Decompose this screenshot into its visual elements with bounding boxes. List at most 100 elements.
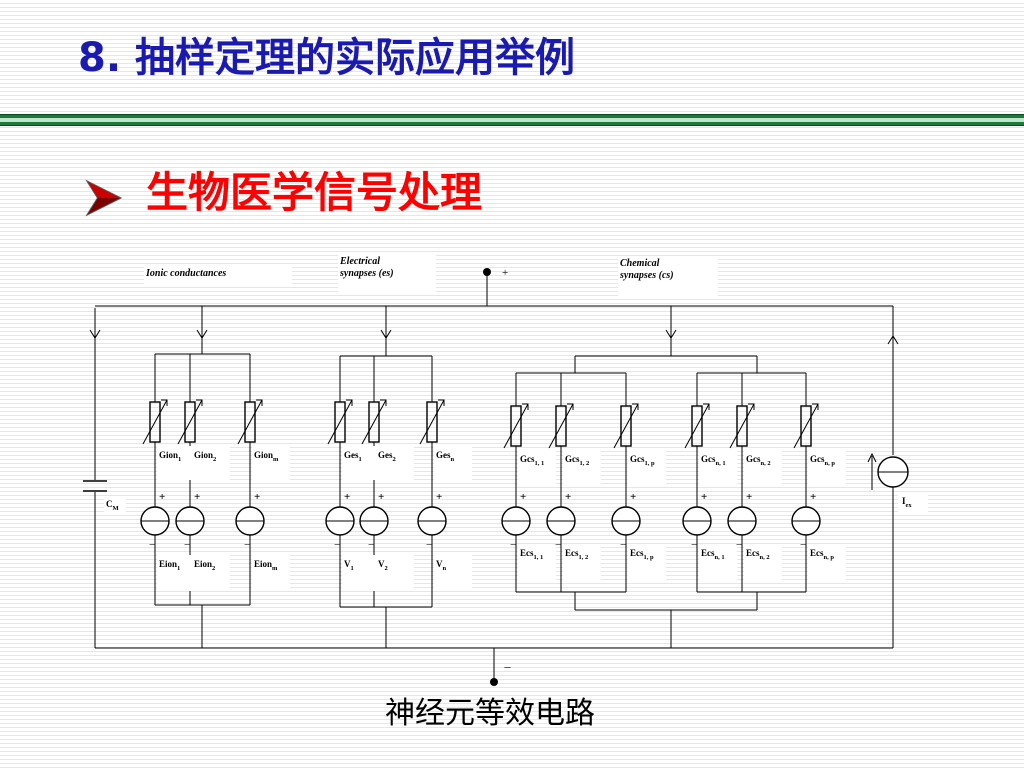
variable-resistor-arrow bbox=[177, 399, 203, 445]
label-subscript: 2 bbox=[212, 565, 215, 572]
label-subscript: 1 bbox=[351, 565, 354, 572]
polarity-plus: + bbox=[701, 491, 707, 503]
label-subscript: 1, 1 bbox=[535, 460, 545, 467]
circuit-symbols bbox=[83, 254, 928, 686]
variable-resistor-icon bbox=[800, 405, 812, 447]
label-main: Gion bbox=[159, 450, 178, 460]
label-main: Ges bbox=[436, 450, 451, 460]
label-subscript: n, 1 bbox=[716, 460, 726, 467]
polarity-minus: − bbox=[368, 539, 374, 551]
polarity-minus: − bbox=[426, 539, 432, 551]
terminal-minus: − bbox=[504, 660, 511, 675]
polarity-plus: + bbox=[810, 491, 816, 503]
label-subscript: ex bbox=[906, 502, 913, 509]
polarity-plus: + bbox=[520, 491, 526, 503]
reversal-potential-label: Eionm bbox=[254, 559, 278, 572]
label-background bbox=[252, 446, 290, 480]
reversal-potential-label: Ecsn, 2 bbox=[746, 548, 770, 561]
label-main: Eion bbox=[159, 559, 177, 569]
electrical-synapses-label: Electrical bbox=[339, 256, 380, 267]
label-main: Eion bbox=[194, 559, 212, 569]
variable-resistor-arrow bbox=[419, 399, 445, 445]
variable-resistor-arrowhead bbox=[161, 399, 168, 406]
polarity-plus: + bbox=[344, 491, 350, 503]
label-main: Gcs bbox=[746, 454, 761, 464]
ionic-conductances-label: Ionic conductances bbox=[145, 268, 226, 279]
label-main: Ecs bbox=[565, 548, 579, 558]
polarity-plus: + bbox=[378, 491, 384, 503]
variable-resistor-arrowhead bbox=[567, 403, 574, 410]
variable-resistor-icon bbox=[368, 401, 380, 443]
polarity-minus: − bbox=[620, 539, 626, 551]
label-main: Gion bbox=[194, 450, 213, 460]
label-background bbox=[104, 497, 126, 513]
variable-resistor-arrowhead bbox=[346, 399, 353, 406]
label-main: Ecs bbox=[520, 548, 534, 558]
variable-resistor-arrowhead bbox=[632, 403, 639, 410]
variable-resistor-arrow bbox=[548, 403, 574, 449]
chemical-synapses-label: Chemical bbox=[620, 258, 660, 269]
conductance-label: Ges1 bbox=[344, 450, 362, 463]
label-background bbox=[618, 256, 718, 296]
label-background bbox=[898, 494, 928, 514]
label-main: I bbox=[902, 496, 906, 506]
diagram-caption: 神经元等效电路 bbox=[385, 696, 595, 731]
label-background bbox=[192, 446, 230, 480]
title-divider-highlight bbox=[0, 118, 1024, 122]
label-subscript: M bbox=[113, 505, 119, 512]
terminal-plus: + bbox=[502, 267, 508, 279]
conductance-label: Gcs1, p bbox=[630, 454, 655, 467]
variable-resistor-icon bbox=[736, 405, 748, 447]
arrow-down-icon bbox=[380, 329, 392, 339]
reversal-potential-label: Ecs1, p bbox=[630, 548, 654, 561]
variable-resistor-arrow bbox=[684, 403, 710, 449]
conductance-label: Gcsn, p bbox=[810, 454, 835, 467]
slide-title: 8. 抽样定理的实际应用举例 bbox=[78, 35, 575, 81]
label-background bbox=[342, 446, 380, 480]
reversal-potential-label: V1 bbox=[344, 559, 354, 572]
conductance-label: Gcsn, 2 bbox=[746, 454, 771, 467]
terminal-dot-icon bbox=[490, 678, 498, 686]
circuit-wires bbox=[89, 272, 899, 682]
reversal-potential-label: Eion2 bbox=[194, 559, 215, 572]
variable-resistor-arrow bbox=[729, 403, 755, 449]
label-main: Gcs bbox=[630, 454, 645, 464]
variable-resistor-icon bbox=[620, 405, 632, 447]
title-divider bbox=[0, 114, 1024, 126]
polarity-minus: − bbox=[510, 539, 516, 551]
label-main: V bbox=[378, 559, 385, 569]
conductance-label: Ges2 bbox=[378, 450, 396, 463]
label-main: Ecs bbox=[810, 548, 824, 558]
variable-resistor-icon bbox=[334, 401, 346, 443]
label-main: Eion bbox=[254, 559, 272, 569]
bullet-arrow-icon bbox=[85, 179, 123, 217]
electrical-synapses-label: synapses (es) bbox=[339, 268, 394, 279]
arrow-up-icon bbox=[887, 335, 899, 345]
reversal-potential-label: Ecsn, p bbox=[810, 548, 834, 561]
reversal-potential-label: Ecsn, 1 bbox=[701, 548, 725, 561]
chemical-synapses-label: synapses (cs) bbox=[619, 270, 674, 281]
variable-resistor-icon bbox=[426, 401, 438, 443]
label-subscript: 2 bbox=[213, 456, 216, 463]
label-main: Gcs bbox=[520, 454, 535, 464]
label-subscript: n, p bbox=[824, 554, 835, 561]
variable-resistor-icon bbox=[149, 401, 161, 443]
label-background bbox=[808, 450, 846, 484]
label-background bbox=[744, 544, 782, 580]
variable-resistor-arrow bbox=[793, 403, 819, 449]
label-background bbox=[699, 450, 737, 484]
label-subscript: 1, p bbox=[644, 554, 655, 561]
variable-resistor-arrow bbox=[503, 403, 529, 449]
variable-resistor-arrowhead bbox=[380, 399, 387, 406]
label-background bbox=[808, 544, 846, 580]
conductance-label: Gcs1, 2 bbox=[565, 454, 589, 467]
label-background bbox=[338, 254, 436, 294]
variable-resistor-arrowhead bbox=[438, 399, 445, 406]
polarity-minus: − bbox=[736, 539, 742, 551]
variable-resistor-icon bbox=[244, 401, 256, 443]
label-background bbox=[518, 544, 556, 580]
label-main: Ges bbox=[344, 450, 359, 460]
label-main: V bbox=[436, 559, 443, 569]
polarity-plus: + bbox=[565, 491, 571, 503]
circuit-labels: CM+−Gion1+−Eion1Gion2+−Eion2Gionm+−Eionm… bbox=[106, 256, 912, 675]
